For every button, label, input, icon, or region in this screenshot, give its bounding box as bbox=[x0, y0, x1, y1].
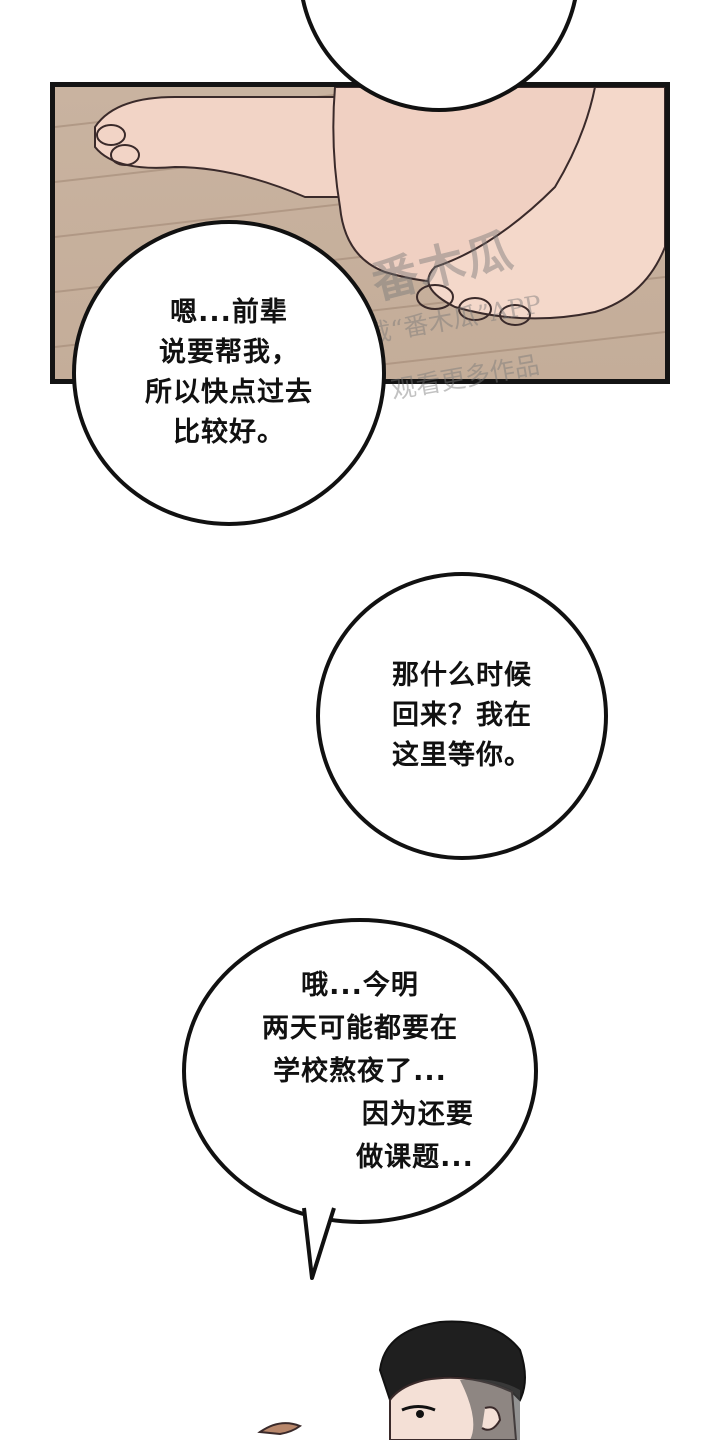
speech-bubble-2: 那什么时候 回来？我在 这里等你。 bbox=[316, 572, 608, 860]
speech-bubble-3-tail bbox=[302, 1207, 336, 1280]
speech-line: 做课题... bbox=[356, 1141, 474, 1173]
speech-line: 这里等你。 bbox=[392, 740, 532, 771]
speech-bubble-3: 哦...今明 两天可能都要在 学校熬夜了... 因为还要 做课题... bbox=[182, 918, 538, 1224]
speech-text-3: 哦...今明 两天可能都要在 学校熬夜了... 因为还要 做课题... bbox=[246, 964, 474, 1179]
speech-line: 比较好。 bbox=[173, 417, 285, 448]
character-illustration bbox=[257, 1320, 526, 1440]
speech-text-1: 嗯...前辈 说要帮我， 所以快点过去 比较好。 bbox=[145, 293, 313, 453]
speech-line: 两天可能都要在 bbox=[262, 1012, 458, 1044]
speech-line: 嗯...前辈 bbox=[170, 297, 288, 328]
speech-line: 哦...今明 bbox=[301, 969, 419, 1001]
speech-line: 所以快点过去 bbox=[145, 377, 313, 408]
speech-line: 回来？我在 bbox=[392, 700, 532, 731]
speech-bubble-1: 嗯...前辈 说要帮我， 所以快点过去 比较好。 bbox=[72, 220, 386, 526]
speech-line: 学校熬夜了... bbox=[273, 1055, 447, 1087]
speech-line: 那什么时候 bbox=[392, 660, 532, 691]
speech-line: 说要帮我， bbox=[159, 337, 299, 368]
speech-line: 因为还要 bbox=[361, 1098, 474, 1130]
speech-text-2: 那什么时候 回来？我在 这里等你。 bbox=[392, 656, 532, 776]
